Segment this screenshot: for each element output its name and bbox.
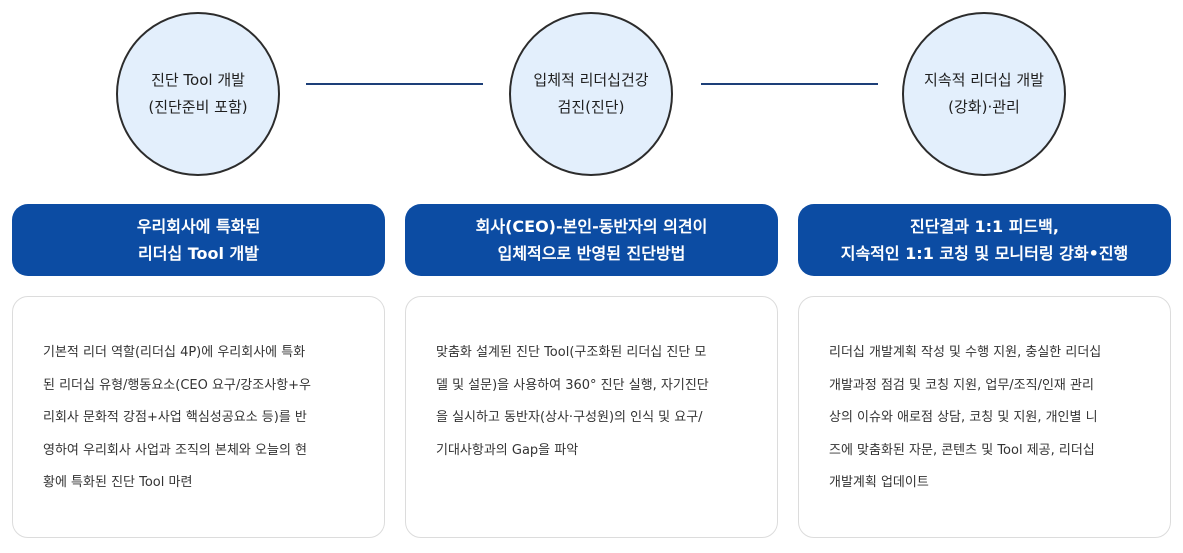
step-1-description-line: 영하여 우리회사 사업과 조직의 본체와 오늘의 현: [43, 442, 307, 458]
step-2-description-line: 기대사항과의 Gap을 파악: [436, 442, 579, 458]
step-1-banner-line-1: 우리회사에 특화된: [136, 217, 261, 236]
step-1-banner-line-2: 리더십 Tool 개발: [138, 244, 259, 263]
connector-line-2: [701, 83, 878, 85]
step-2-circle: 입체적 리더십건강 검진(진단): [509, 12, 673, 176]
step-3-circle: 지속적 리더십 개발 (강화)·관리: [902, 12, 1066, 176]
step-3-description-line: 리더십 개발계획 작성 및 수행 지원, 충실한 리더십: [829, 345, 1102, 360]
step-2-banner: 회사(CEO)-본인-동반자의 의견이 입체적으로 반영된 진단방법: [405, 204, 778, 276]
step-3-description-line: 상의 이슈와 애로점 상담, 코칭 및 지원, 개인별 니: [829, 410, 1098, 426]
step-3-description-line: 개발계획 업데이트: [829, 475, 929, 491]
step-1-description-line: 황에 특화된 진단 Tool 마련: [43, 475, 193, 491]
step-2-banner-line-1: 회사(CEO)-본인-동반자의 의견이: [475, 217, 708, 236]
step-3-description-card: 리더십 개발계획 작성 및 수행 지원, 충실한 리더십 개발과정 점검 및 코…: [798, 296, 1171, 538]
step-1-circle: 진단 Tool 개발 (진단준비 포함): [116, 12, 280, 176]
step-1-description-line: 리회사 문화적 강점+사업 핵심성공요소 등)를 반: [43, 410, 307, 426]
step-3-description-line: 즈에 맞춤화된 자문, 콘텐츠 및 Tool 제공, 리더십: [829, 442, 1095, 458]
step-1-description-line: 기본적 리더 역할(리더십 4P)에 우리회사에 특화: [43, 345, 306, 360]
connector-line-1: [306, 83, 483, 85]
step-2-description-line: 델 및 설문)을 사용하여 360° 진단 실행, 자기진단: [436, 377, 709, 393]
step-3-circle-line-1: 지속적 리더십 개발: [924, 71, 1044, 89]
step-3-description-line: 개발과정 점검 및 코칭 지원, 업무/조직/인재 관리: [829, 377, 1094, 393]
step-2-circle-line-1: 입체적 리더십건강: [533, 71, 649, 89]
step-2-circle-line-2: 검진(진단): [557, 98, 625, 116]
step-2-description-card: 맞춤화 설계된 진단 Tool(구조화된 리더십 진단 모 델 및 설문)을 사…: [405, 296, 778, 538]
step-2-description-line: 을 실시하고 동반자(상사·구성원)의 인식 및 요구/: [436, 410, 703, 426]
step-3-banner-line-2: 지속적인 1:1 코칭 및 모니터링 강화•진행: [840, 244, 1129, 263]
step-2-description-line: 맞춤화 설계된 진단 Tool(구조화된 리더십 진단 모: [436, 345, 707, 360]
step-1-banner: 우리회사에 특화된 리더십 Tool 개발: [12, 204, 385, 276]
step-2-banner-line-2: 입체적으로 반영된 진단방법: [497, 244, 686, 263]
step-1-description-card: 기본적 리더 역할(리더십 4P)에 우리회사에 특화 된 리더십 유형/행동요…: [12, 296, 385, 538]
step-1-description-line: 된 리더십 유형/행동요소(CEO 요구/강조사항+우: [43, 377, 311, 393]
step-3-circle-line-2: (강화)·관리: [948, 98, 1020, 116]
step-1-circle-line-2: (진단준비 포함): [148, 98, 248, 116]
step-3-banner: 진단결과 1:1 피드백, 지속적인 1:1 코칭 및 모니터링 강화•진행: [798, 204, 1171, 276]
step-1-circle-line-1: 진단 Tool 개발: [151, 71, 245, 89]
step-3-banner-line-1: 진단결과 1:1 피드백,: [910, 217, 1059, 236]
